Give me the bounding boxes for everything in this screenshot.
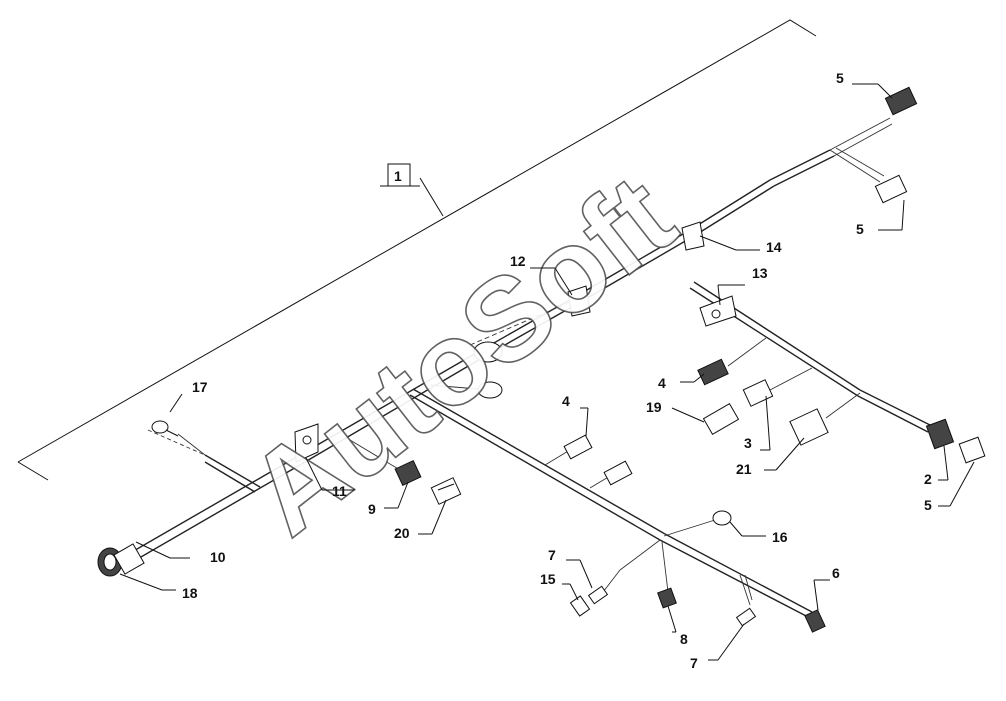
- callout-14: 14: [766, 239, 782, 255]
- watermark: AutoSoft: [225, 150, 699, 561]
- leader-lines: [119, 83, 975, 661]
- callout-11: 11: [332, 483, 347, 499]
- callout-12: 12: [510, 253, 526, 269]
- connector-18: [97, 543, 145, 577]
- assembly-boundary: [17, 19, 817, 481]
- clamps-12-13-14: [473, 221, 737, 399]
- callout-15: 15: [540, 571, 556, 587]
- callout-6: 6: [832, 565, 840, 581]
- connector-6: [804, 609, 826, 633]
- callout-7-lower: 7: [690, 655, 698, 671]
- connector-9: [394, 459, 422, 487]
- callout-8: 8: [680, 631, 688, 647]
- callout-4-right: 4: [658, 375, 666, 391]
- callout-13: 13: [752, 265, 768, 281]
- connector-4-lower: [563, 434, 633, 486]
- connectors-right: [697, 86, 986, 464]
- ring-terminal-17: [151, 420, 179, 437]
- callout-16: 16: [772, 529, 788, 545]
- callout-box-1: [387, 163, 411, 187]
- main-harness-trunk: [117, 117, 931, 619]
- assembly-dashes: [147, 299, 576, 456]
- callout-1: 1: [394, 168, 402, 184]
- callout-2: 2: [924, 471, 932, 487]
- callout-9: 9: [368, 501, 376, 517]
- callout-20: 20: [394, 525, 410, 541]
- callout-4-lower: 4: [562, 393, 570, 409]
- callout-5-bottom: 5: [924, 497, 932, 513]
- callout-17: 17: [192, 379, 208, 395]
- connector-7-15-8: [569, 585, 757, 627]
- callout-5-top: 5: [836, 70, 844, 86]
- callout-labels: 1 5 5 14 13 12 17 11 10 18 9 20 4 16 6 7…: [182, 70, 932, 671]
- callout-19: 19: [646, 399, 662, 415]
- callout-10: 10: [210, 549, 226, 565]
- callout-21: 21: [736, 461, 752, 477]
- bracket-11: [294, 423, 319, 463]
- callout-3: 3: [744, 435, 752, 451]
- callout-5-mid: 5: [856, 221, 864, 237]
- callout-18: 18: [182, 585, 198, 601]
- callout-7-upper: 7: [548, 547, 556, 563]
- ring-terminal-16: [712, 510, 732, 526]
- connector-20: [430, 477, 462, 505]
